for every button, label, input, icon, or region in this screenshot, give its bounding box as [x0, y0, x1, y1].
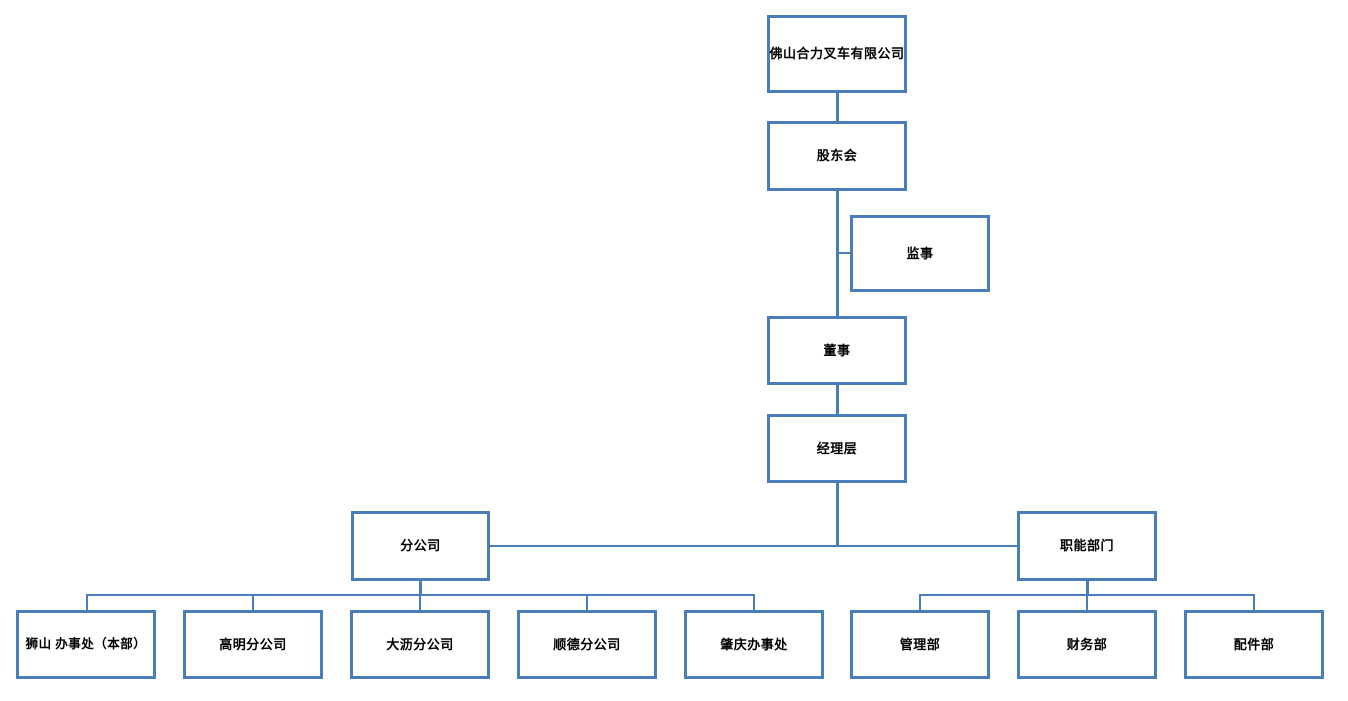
node-branch-child-3-label: 大沥分公司	[386, 636, 454, 652]
node-company-label: 佛山合力叉车有限公司	[769, 46, 905, 62]
node-management[interactable]: 经理层	[767, 414, 907, 483]
connector-branch-child-stub-5	[753, 594, 755, 611]
connector-functional-child-stub-3	[1253, 594, 1255, 611]
node-branch-child-2[interactable]: 高明分公司	[183, 610, 323, 679]
connector-director-to-management	[836, 385, 839, 414]
connector-bus-branches-functional	[489, 545, 1018, 547]
node-management-label: 经理层	[816, 440, 858, 456]
node-branch-child-2-label: 高明分公司	[219, 636, 287, 652]
connector-functional-drop	[1086, 581, 1089, 595]
node-supervisor[interactable]: 监事	[850, 215, 990, 292]
connector-branch-child-stub-4	[586, 594, 588, 611]
connector-functional-child-stub-1	[919, 594, 921, 611]
node-branch-child-4[interactable]: 顺德分公司	[517, 610, 657, 679]
connector-functional-child-stub-2	[1086, 594, 1088, 611]
node-branch-child-3[interactable]: 大沥分公司	[350, 610, 490, 679]
connector-branch-child-stub-1	[86, 594, 88, 611]
node-functional-child-3-label: 配件部	[1233, 636, 1275, 652]
node-supervisor-label: 监事	[906, 245, 934, 261]
node-branches[interactable]: 分公司	[351, 511, 490, 581]
node-branch-child-5-label: 肇庆办事处	[720, 636, 788, 652]
node-director-label: 董事	[823, 342, 851, 358]
connector-spine-to-supervisor	[836, 252, 853, 254]
node-shareholders-label: 股东会	[816, 148, 858, 164]
node-functional-label: 职能部门	[1059, 538, 1114, 554]
node-director[interactable]: 董事	[767, 316, 907, 385]
node-company[interactable]: 佛山合力叉车有限公司	[767, 15, 907, 93]
node-branch-child-1[interactable]: 狮山 办事处（本部）	[16, 610, 156, 679]
connector-company-to-shareholders	[836, 93, 839, 121]
node-functional-child-2-label: 财务部	[1066, 636, 1108, 652]
node-branch-child-5[interactable]: 肇庆办事处	[684, 610, 824, 679]
node-functional-child-1-label: 管理部	[899, 636, 941, 652]
node-branch-child-4-label: 顺德分公司	[553, 636, 621, 652]
node-branches-label: 分公司	[400, 538, 441, 554]
node-shareholders[interactable]: 股东会	[767, 121, 907, 191]
node-functional-child-3[interactable]: 配件部	[1184, 610, 1324, 679]
node-functional-child-1[interactable]: 管理部	[850, 610, 990, 679]
connector-management-to-bus	[836, 483, 839, 547]
node-functional[interactable]: 职能部门	[1017, 511, 1157, 581]
connector-branch-child-stub-3	[419, 594, 421, 611]
node-branch-child-1-label: 狮山 办事处（本部）	[25, 637, 147, 651]
connector-branches-drop	[419, 581, 422, 595]
connector-branch-child-stub-2	[252, 594, 254, 611]
node-functional-child-2[interactable]: 财务部	[1017, 610, 1157, 679]
